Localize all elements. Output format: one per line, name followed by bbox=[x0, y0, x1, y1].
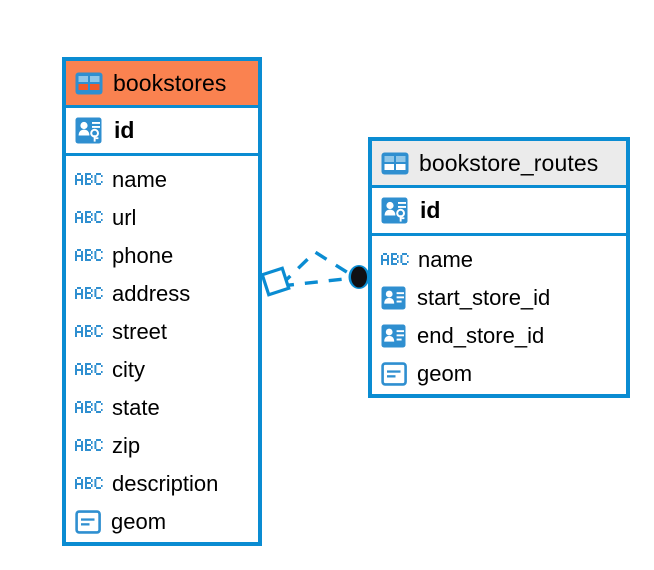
table-icon bbox=[75, 72, 103, 95]
abc-text-icon bbox=[75, 362, 103, 378]
geometry-icon bbox=[75, 510, 102, 534]
abc-text-icon bbox=[75, 210, 103, 226]
field-label: phone bbox=[112, 243, 174, 268]
field-row[interactable]: name bbox=[372, 241, 626, 279]
primary-key-icon bbox=[381, 197, 411, 224]
entity-title: bookstore_routes bbox=[419, 149, 599, 176]
field-label: name bbox=[418, 247, 474, 272]
field-row[interactable]: geom bbox=[372, 355, 626, 393]
field-label: state bbox=[112, 395, 160, 420]
field-list-bookstores: name bbox=[66, 156, 258, 542]
field-label: geom bbox=[111, 509, 167, 534]
field-label: url bbox=[112, 205, 137, 230]
circle-marker bbox=[348, 265, 370, 289]
primary-key-icon bbox=[75, 117, 105, 144]
abc-text-icon bbox=[75, 476, 103, 492]
field-row[interactable]: phone bbox=[66, 237, 258, 275]
abc-text-icon bbox=[381, 252, 409, 268]
field-row[interactable]: city bbox=[66, 351, 258, 389]
abc-text-icon bbox=[75, 400, 103, 416]
field-label: description bbox=[112, 471, 219, 496]
field-row[interactable]: geom bbox=[66, 503, 258, 541]
abc-text-icon bbox=[75, 438, 103, 454]
primary-key-label: id bbox=[420, 197, 441, 223]
field-label: city bbox=[112, 357, 145, 382]
entity-header-bookstores[interactable]: bookstores bbox=[66, 61, 258, 108]
entity-table-bookstores[interactable]: bookstores id bbox=[62, 57, 262, 546]
entity-header-bookstore-routes[interactable]: bookstore_routes bbox=[372, 141, 626, 188]
field-row[interactable]: end_store_id bbox=[372, 317, 626, 355]
field-row[interactable]: url bbox=[66, 199, 258, 237]
geometry-icon bbox=[381, 362, 408, 386]
field-label: street bbox=[112, 319, 168, 344]
field-row[interactable]: street bbox=[66, 313, 258, 351]
field-label: end_store_id bbox=[417, 323, 545, 348]
field-row[interactable]: state bbox=[66, 389, 258, 427]
abc-text-icon bbox=[75, 248, 103, 264]
field-row[interactable]: start_store_id bbox=[372, 279, 626, 317]
primary-key-label: id bbox=[114, 117, 135, 143]
field-row[interactable]: name bbox=[66, 161, 258, 199]
primary-key-row[interactable]: id bbox=[372, 188, 626, 236]
diamond-marker bbox=[260, 266, 291, 297]
abc-text-icon bbox=[75, 286, 103, 302]
field-row[interactable]: address bbox=[66, 275, 258, 313]
table-icon bbox=[381, 152, 409, 175]
field-row[interactable]: description bbox=[66, 465, 258, 503]
entity-table-bookstore-routes[interactable]: bookstore_routes id bbox=[368, 137, 630, 398]
field-label: zip bbox=[112, 433, 141, 458]
field-label: address bbox=[112, 281, 191, 306]
foreign-key-icon bbox=[381, 324, 408, 348]
field-label: start_store_id bbox=[417, 285, 551, 310]
relationship-line-upper bbox=[279, 249, 354, 287]
field-list-bookstore-routes: name start_store_id bbox=[372, 236, 626, 394]
field-row[interactable]: zip bbox=[66, 427, 258, 465]
relationship-line-lower bbox=[280, 276, 354, 288]
primary-key-row[interactable]: id bbox=[66, 108, 258, 156]
field-label: geom bbox=[417, 361, 473, 386]
abc-text-icon bbox=[75, 172, 103, 188]
field-label: name bbox=[112, 167, 168, 192]
foreign-key-icon bbox=[381, 286, 408, 310]
abc-text-icon bbox=[75, 324, 103, 340]
entity-title: bookstores bbox=[113, 69, 227, 96]
